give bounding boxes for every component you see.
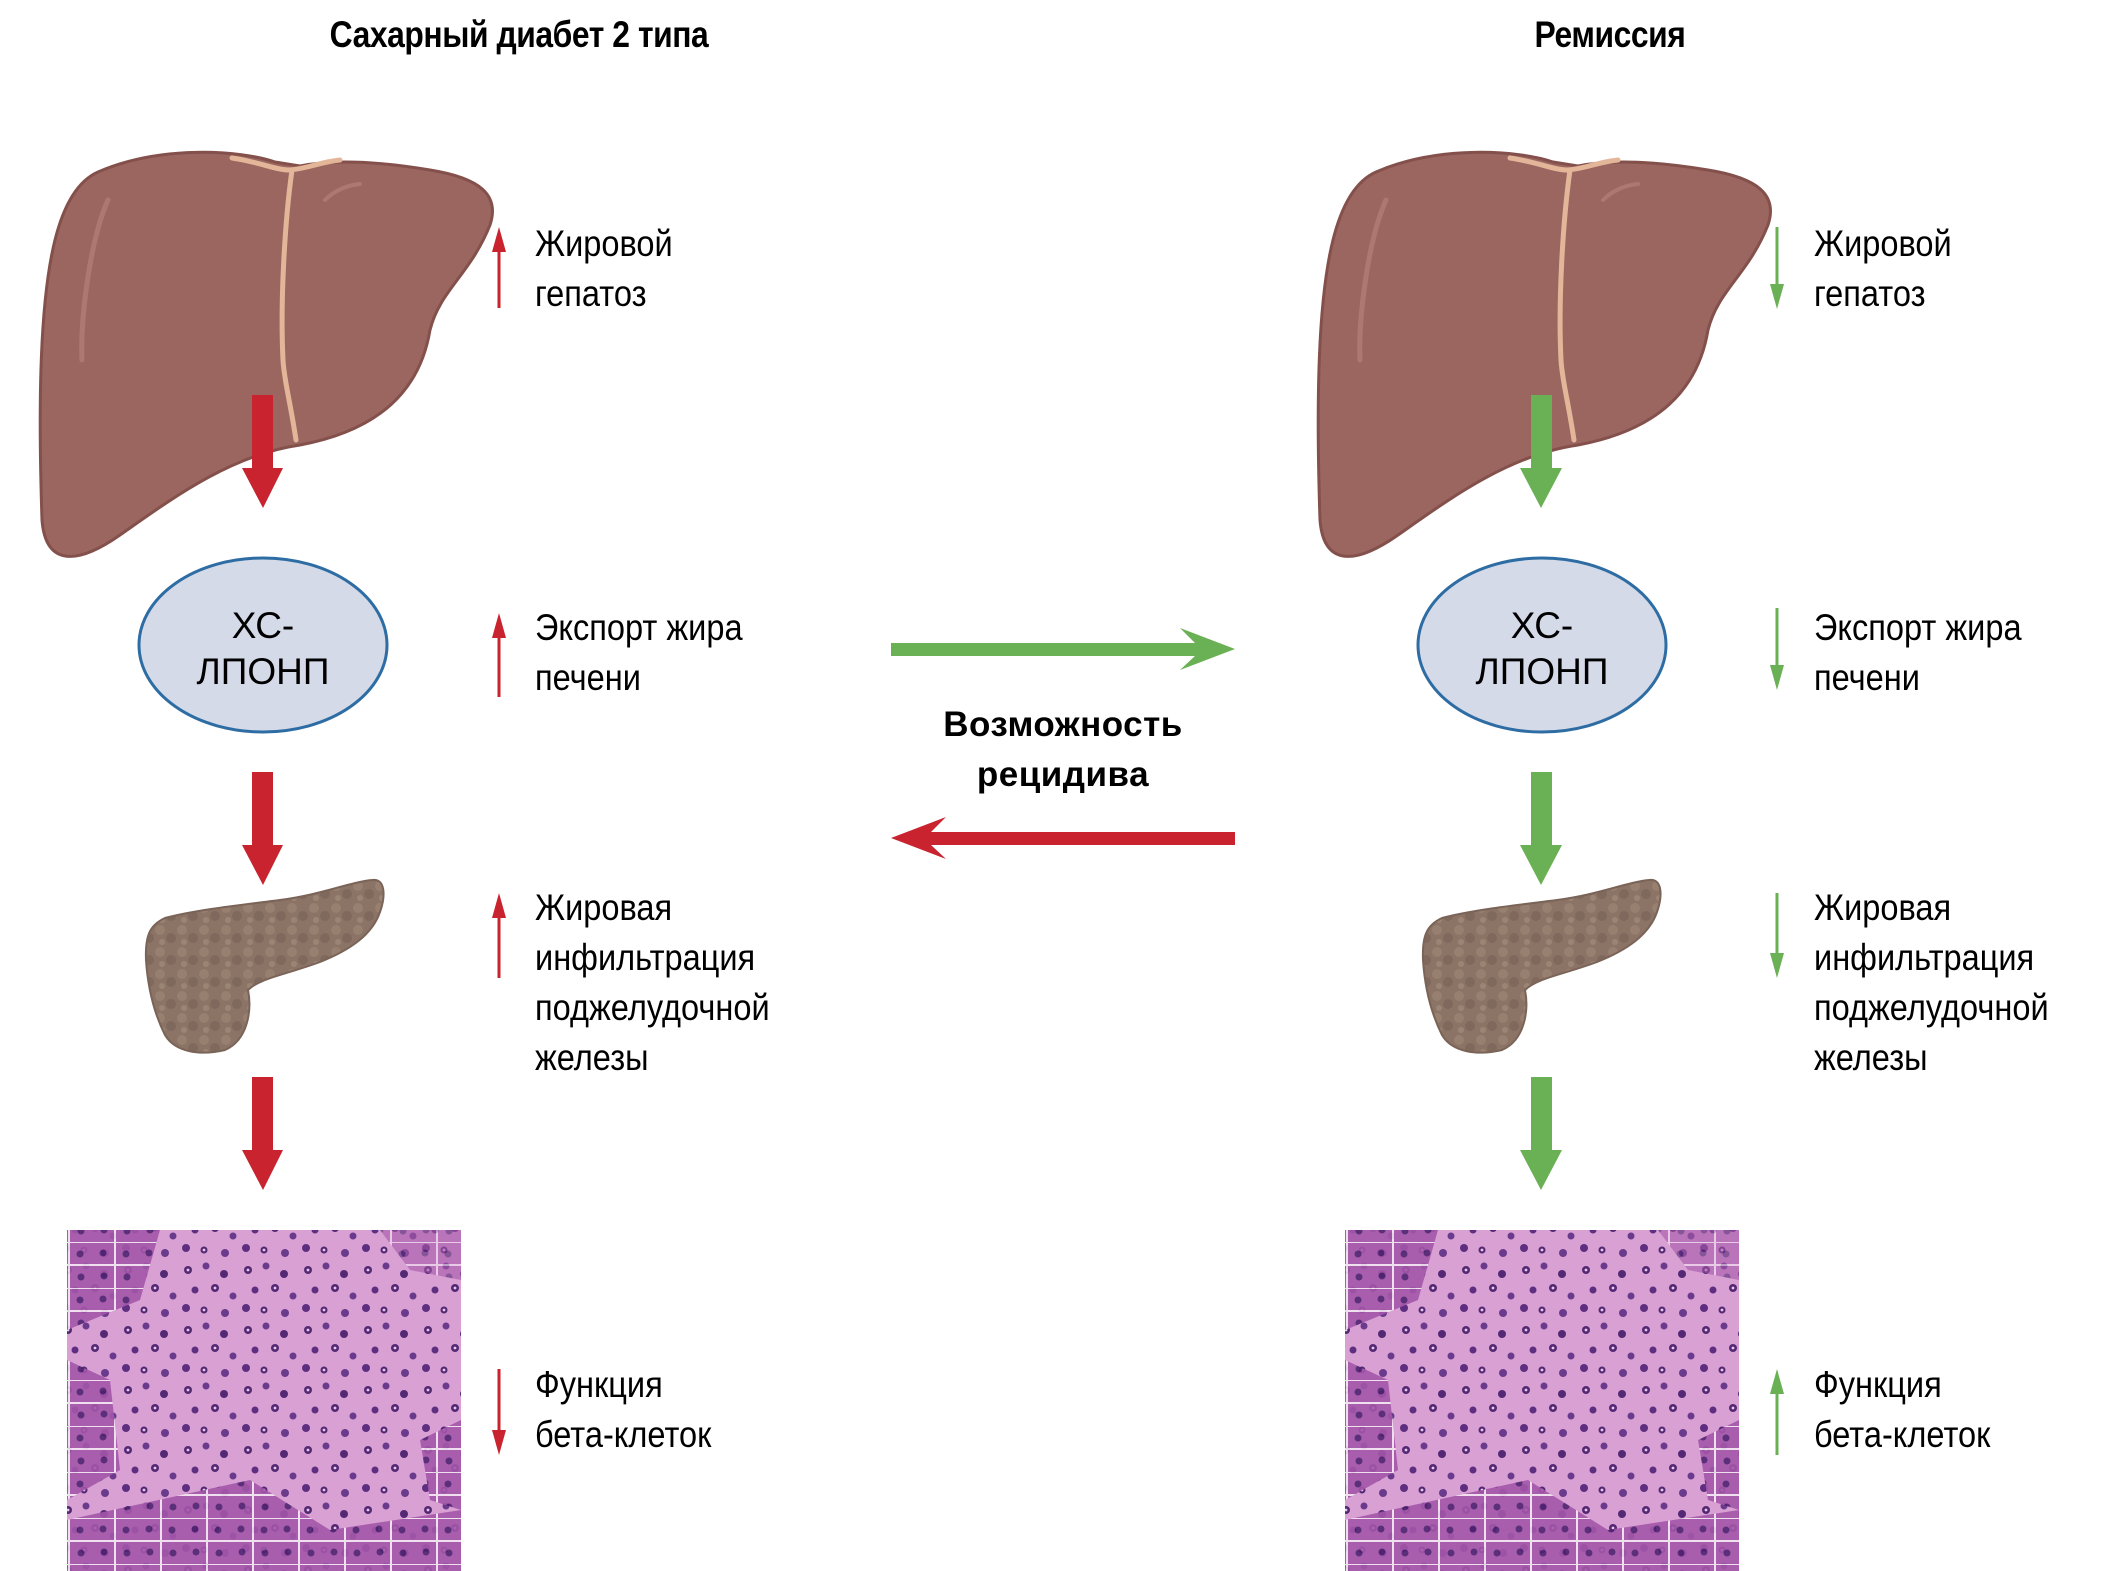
indicator-arrows-right [1770,227,1784,1455]
liver-ligament [229,155,343,443]
label-line: бета-клеток [535,1414,712,1455]
label-pancreas-infiltration-left: Жировая инфильтрация поджелудочной желез… [535,883,770,1083]
label-line: бета-клеток [1814,1414,1991,1455]
down-arrow-icon [1520,772,1562,885]
down-arrow-icon [242,395,283,508]
label-line: Функция [535,1364,663,1405]
label-line: железы [535,1037,649,1078]
vldl-label-line2: ЛПОНП [197,651,330,692]
indicator-arrows-left [492,227,506,1455]
label-line: поджелудочной [535,987,770,1028]
label-line: печени [535,657,641,698]
relapse-label-line1: Возможность [943,705,1183,744]
label-line: гепатоз [1814,273,1926,314]
liver-ligament [1507,155,1621,443]
flow-arrows-left [242,395,283,1190]
vldl-label-line1: ХС- [1511,605,1574,646]
label-line: печени [1814,657,1920,698]
vldl-label-line1: ХС- [232,605,295,646]
label-line: гепатоз [535,273,647,314]
vldl-ellipse-left [137,556,389,734]
vldl-label-line2: ЛПОНП [1476,651,1609,692]
liver-illustration-right [1316,150,1772,558]
relapse-label-line2: рецидива [976,755,1150,794]
label-pancreas-infiltration-right: Жировая инфильтрация поджелудочной желез… [1814,883,2049,1083]
label-beta-cell-function-right: Функция бета-клеток [1814,1360,1990,1460]
label-line: Жировой [1814,223,1952,264]
down-arrow-icon [242,772,283,885]
label-line: Экспорт жира [1814,607,2022,648]
down-arrow-icon [1520,395,1562,508]
label-line: Экспорт жира [535,607,743,648]
label-fat-export-left: Экспорт жира печени [535,603,743,703]
histology-image-left [67,1230,461,1571]
up-arrow-icon [492,613,506,697]
pancreas-illustration-right [1421,878,1662,1054]
down-arrow-icon [1520,1077,1562,1190]
label-line: Жировая [535,887,673,928]
label-line: инфильтрация [535,937,756,978]
label-fatty-hepatosis-left: Жировой гепатоз [535,219,673,319]
down-arrow-icon [1770,227,1784,309]
relapse-possibility-label: Возможность рецидива [863,700,1263,800]
liver-shape [1316,150,1772,558]
liver-illustration-left [38,150,494,558]
flow-arrows-right [1520,395,1562,1190]
title-remission: Ремиссия [1534,14,1686,55]
down-arrow-icon [1770,893,1784,978]
label-line: инфильтрация [1814,937,2035,978]
down-arrow-icon [1770,608,1784,690]
liver-shape [38,150,494,558]
label-line: поджелудочной [1814,987,2049,1028]
label-line: Жировой [535,223,673,264]
label-line: железы [1814,1037,1928,1078]
pancreas-illustration-left [144,878,385,1054]
up-arrow-icon [492,893,506,978]
label-fat-export-right: Экспорт жира печени [1814,603,2022,703]
relapse-arrow-icon [891,817,1235,859]
up-arrow-icon [1770,1369,1784,1455]
label-fatty-hepatosis-right: Жировой гепатоз [1814,219,1952,319]
remission-arrow-icon [891,628,1235,670]
label-line: Жировая [1814,887,1952,928]
up-arrow-icon [492,227,506,308]
down-arrow-icon [242,1077,283,1190]
title-diabetes: Сахарный диабет 2 типа [329,14,709,55]
label-line: Функция [1814,1364,1942,1405]
vldl-ellipse-right [1416,556,1668,734]
histology-image-right [1345,1230,1739,1571]
label-beta-cell-function-left: Функция бета-клеток [535,1360,711,1460]
down-arrow-icon [492,1369,506,1455]
